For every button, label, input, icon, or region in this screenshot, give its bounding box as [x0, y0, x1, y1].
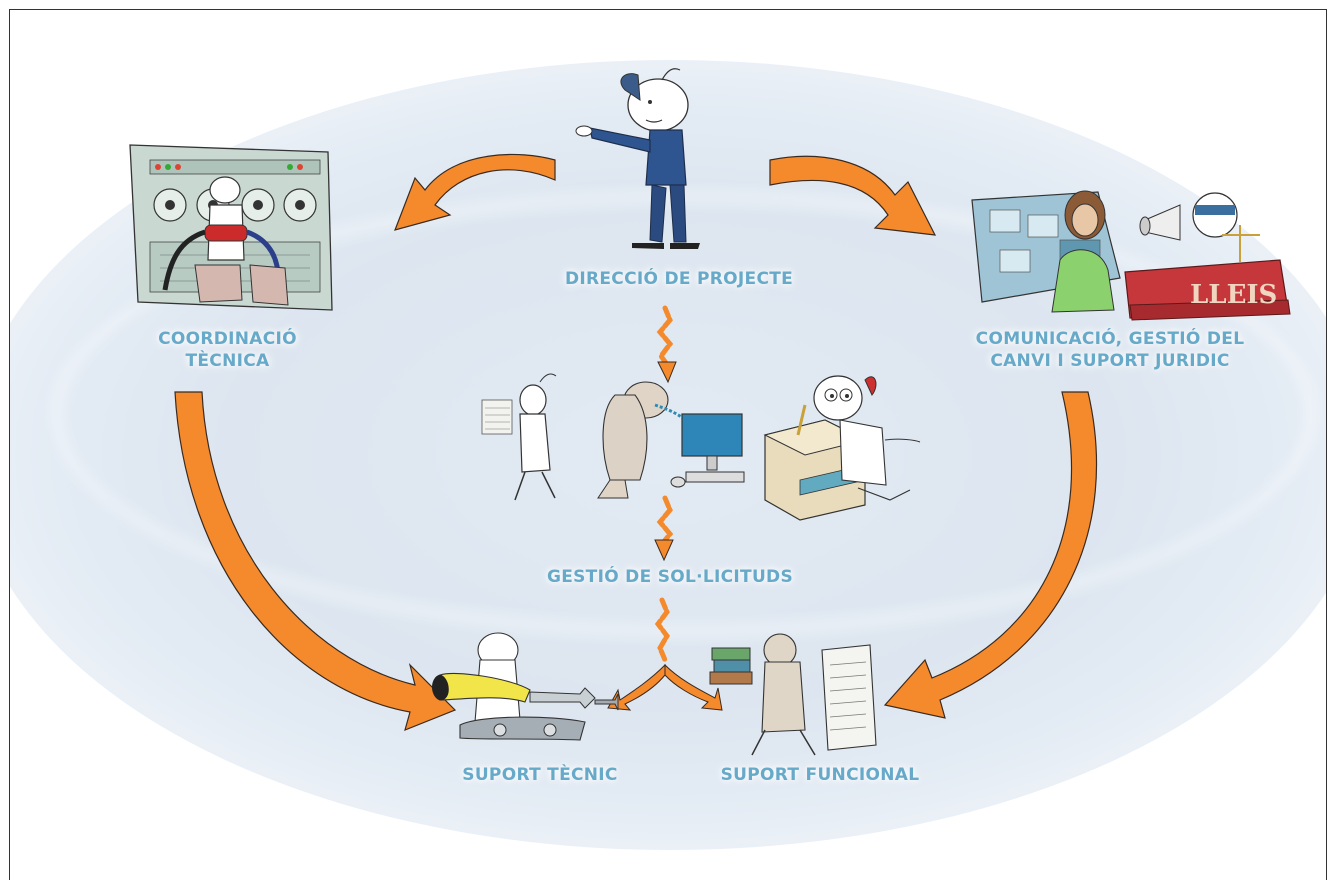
arrow-coordination-to-technical — [174, 391, 457, 732]
arrow-direction-to-coordination — [394, 153, 556, 231]
diagram-canvas: LLEIS — [129, 68, 1291, 756]
filing-worker-illustration — [763, 375, 921, 521]
arrow-tools-to-requests — [654, 495, 674, 562]
law-book-title: LLEIS — [1190, 280, 1277, 310]
diagram-frame: LLEIS — [9, 9, 1327, 880]
node-direction-label: DIRECCIÓ DE PROJECTE — [564, 269, 794, 289]
node-direction: DIRECCIÓ DE PROJECTE — [536, 268, 822, 290]
node-communication: COMUNICACIÓ, GESTIÓ DEL CANVI I SUPORT J… — [942, 328, 1278, 372]
communication-illustration: LLEIS — [971, 190, 1291, 321]
node-requests-label: GESTIÓ DE SOL·LICITUDS — [546, 567, 794, 587]
books-document-illustration — [709, 633, 877, 756]
arrow-communication-to-functional — [883, 391, 1098, 719]
node-technical-support-label: SUPORT TÈCNIC — [462, 765, 618, 785]
node-coordination-line2: TÈCNICA — [185, 351, 270, 371]
arrow-split-left-right — [607, 663, 723, 711]
node-requests: GESTIÓ DE SOL·LICITUDS — [517, 566, 823, 588]
director-figure-illustration — [575, 68, 700, 249]
arrow-requests-to-split — [654, 597, 670, 663]
node-communication-line1: COMUNICACIÓ, GESTIÓ DEL — [975, 329, 1245, 349]
node-functional-support-label: SUPORT FUNCIONAL — [720, 765, 920, 785]
node-coordination: COORDINACIÓ TÈCNICA — [132, 328, 323, 372]
node-communication-line2: CANVI I SUPORT JURIDIC — [990, 351, 1230, 371]
arrow-direction-to-communication — [769, 155, 937, 236]
paper-carrier-illustration — [481, 373, 557, 501]
node-coordination-line1: COORDINACIÓ — [158, 329, 297, 349]
node-functional-support: SUPORT FUNCIONAL — [692, 764, 948, 786]
node-technical-support: SUPORT TÈCNIC — [412, 764, 668, 786]
computer-worker-illustration — [597, 381, 745, 499]
control-panel-illustration — [129, 144, 333, 311]
arrow-direction-to-requests — [656, 305, 677, 384]
repair-figure-illustration — [432, 632, 619, 741]
